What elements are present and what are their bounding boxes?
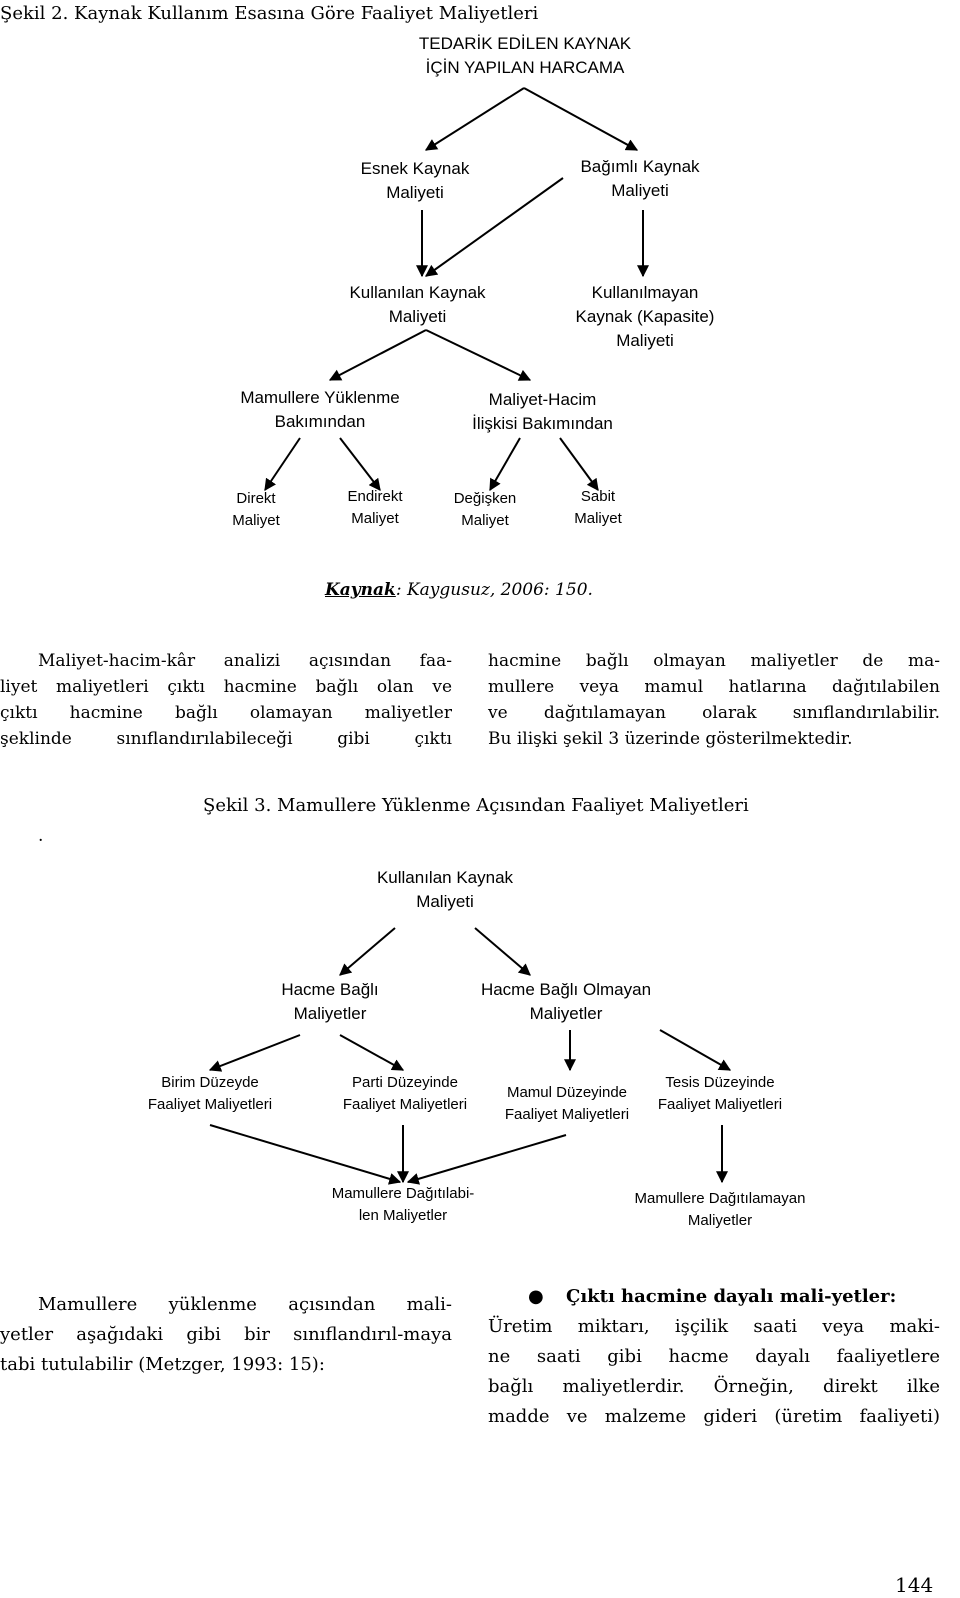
node-root-spend: TEDARİK EDİLEN KAYNAK İÇİN YAPILAN HARCA… xyxy=(375,32,675,80)
node-line: Hacme Bağlı Olmayan xyxy=(480,980,652,999)
node-line: Maliyetler xyxy=(529,1004,603,1023)
node-line: Mamullere Dağıtılamayan xyxy=(634,1190,806,1207)
node-line: Bağımlı Kaynak xyxy=(580,157,700,176)
node-line: Mamullere Yüklenme xyxy=(240,388,400,407)
text-line: Maliyet-hacim-kâr analizi açısından faa- xyxy=(38,651,452,671)
node-line: Esnek Kaynak xyxy=(360,159,470,178)
figure3-connectors xyxy=(208,927,732,1185)
node-line: Maliyeti xyxy=(611,181,669,200)
page-number: 144 xyxy=(895,1573,934,1597)
node-line: Faaliyet Maliyetleri xyxy=(147,1096,273,1113)
node-line: Sabit xyxy=(580,488,616,505)
node-line: Tesis Düzeyinde xyxy=(665,1074,775,1091)
node-line: Kaynak (Kapasite) xyxy=(575,307,715,326)
node-line: Faaliyet Maliyetleri xyxy=(342,1096,468,1113)
node-line: Maliyet xyxy=(574,510,622,527)
node-line: Endirekt xyxy=(347,488,403,505)
node-line: Kullanılmayan xyxy=(591,283,699,302)
text-line: ve dağıtılamayan olarak sınıflandırılabi… xyxy=(488,703,940,723)
figure2-connectors xyxy=(264,87,649,492)
node-indirect-cost: Endirekt Maliyet xyxy=(335,486,415,530)
paragraph1-left-column: Maliyet-hacim-kâr analizi açısından faa-… xyxy=(0,648,452,752)
node-line: İÇİN YAPILAN HARCAMA xyxy=(425,58,625,77)
node-line: Faaliyet Maliyetleri xyxy=(657,1096,783,1113)
node-line: Maliyet xyxy=(232,512,280,529)
text-line: çıktı hacmine bağlı olamayan maliyetler xyxy=(0,703,452,723)
node-line: Maliyeti xyxy=(386,183,444,202)
stray-dot: . xyxy=(38,826,44,846)
node-line: Bakımından xyxy=(274,412,366,431)
text-line: tabi tutulabilir (Metzger, 1993: 15): xyxy=(0,1354,325,1375)
paragraph2-right-column: ● Çıktı hacmine dayalı mali-yetler: Üret… xyxy=(488,1282,940,1432)
text-line: Üretim miktarı, işçilik saati veya maki- xyxy=(488,1316,940,1337)
source-text: : Kaygusuz, 2006: 150. xyxy=(395,580,593,600)
node-volume-based-costs: Hacme Bağlı Maliyetler xyxy=(260,978,400,1026)
paragraph1-right-column: hacmine bağlı olmayan maliyetler de ma- … xyxy=(488,648,940,752)
node-facility-level-costs: Tesis Düzeyinde Faaliyet Maliyetleri xyxy=(640,1072,800,1116)
node-line: Kullanılan Kaynak xyxy=(349,283,486,302)
figure3-title: Şekil 3. Mamullere Yüklenme Açısından Fa… xyxy=(203,795,749,816)
text-line: yetler aşağıdaki gibi bir sınıflandırıl-… xyxy=(0,1324,452,1345)
node-non-traceable-costs: Mamullere Dağıtılamayan Maliyetler xyxy=(620,1188,820,1232)
node-product-level-costs: Mamul Düzeyinde Faaliyet Maliyetleri xyxy=(487,1082,647,1126)
figure2-source: Kaynak: Kaygusuz, 2006: 150. xyxy=(325,580,593,600)
node-used-resource-cost-f3: Kullanılan Kaynak Maliyeti xyxy=(360,866,530,914)
node-line: Maliyet xyxy=(461,512,509,529)
text-line: şeklinde sınıflandırılabileceği gibi çık… xyxy=(0,729,452,749)
node-committed-resource-cost: Bağımlı Kaynak Maliyeti xyxy=(560,155,720,203)
text-line: mullere veya mamul hatlarına dağıtılabil… xyxy=(488,677,940,697)
text-line: madde ve malzeme gideri (üretim faaliyet… xyxy=(488,1406,940,1427)
source-label: Kaynak xyxy=(325,580,396,600)
node-line: Kullanılan Kaynak xyxy=(376,868,514,887)
node-line: Değişken xyxy=(453,490,517,507)
text-line: ne saati gibi hacme dayalı faaliyetlere xyxy=(488,1346,940,1367)
node-line: Maliyet xyxy=(351,510,399,527)
bullet-icon: ● xyxy=(528,1286,544,1307)
node-unit-level-costs: Birim Düzeyde Faaliyet Maliyetleri xyxy=(130,1072,290,1116)
node-line: Maliyet-Hacim xyxy=(488,390,597,409)
node-product-assignment-view: Mamullere Yüklenme Bakımından xyxy=(225,386,415,434)
node-line: TEDARİK EDİLEN KAYNAK xyxy=(418,34,632,53)
text-line: Bu ilişki şekil 3 üzerinde gösterilmekte… xyxy=(488,729,853,749)
node-traceable-costs: Mamullere Dağıtılabi- len Maliyetler xyxy=(318,1183,488,1227)
bullet-heading: Çıktı hacmine dayalı mali-yetler: xyxy=(566,1286,897,1307)
node-used-resource-cost: Kullanılan Kaynak Maliyeti xyxy=(335,281,500,329)
figure2-title: Şekil 2. Kaynak Kullanım Esasına Göre Fa… xyxy=(0,3,539,24)
node-line: Maliyeti xyxy=(616,331,674,350)
text-line: liyet maliyetleri çıktı hacmine bağlı ol… xyxy=(0,677,452,697)
node-line: Birim Düzeyde xyxy=(161,1074,259,1091)
node-line: Faaliyet Maliyetleri xyxy=(504,1106,630,1123)
node-batch-level-costs: Parti Düzeyinde Faaliyet Maliyetleri xyxy=(325,1072,485,1116)
node-direct-cost: Direkt Maliyet xyxy=(216,488,296,532)
text-line: bağlı maliyetlerdir. Örneğin, direkt ilk… xyxy=(488,1376,940,1397)
paragraph2-left-column: Mamullere yüklenme açısından mali- yetle… xyxy=(0,1290,452,1380)
node-fixed-cost: Sabit Maliyet xyxy=(558,486,638,530)
node-cost-volume-view: Maliyet-Hacim İlişkisi Bakımından xyxy=(455,388,630,436)
node-line: Direkt xyxy=(236,490,276,507)
node-line: İlişkisi Bakımından xyxy=(472,414,613,433)
node-line: Maliyetler xyxy=(293,1004,367,1023)
node-flexible-resource-cost: Esnek Kaynak Maliyeti xyxy=(340,157,490,205)
text-line: Mamullere yüklenme açısından mali- xyxy=(38,1294,452,1315)
node-line: Maliyetler xyxy=(687,1212,753,1229)
node-line: Hacme Bağlı xyxy=(281,980,379,999)
node-non-volume-based-costs: Hacme Bağlı Olmayan Maliyetler xyxy=(470,978,662,1026)
node-line: Maliyeti xyxy=(388,307,447,326)
node-unused-capacity-cost: Kullanılmayan Kaynak (Kapasite) Maliyeti xyxy=(560,281,730,353)
node-variable-cost: Değişken Maliyet xyxy=(440,488,530,532)
node-line: Parti Düzeyinde xyxy=(352,1074,458,1091)
bullet-item: ● Çıktı hacmine dayalı mali-yetler: xyxy=(488,1282,940,1312)
node-line: Mamullere Dağıtılabi- xyxy=(331,1185,475,1202)
node-line: Mamul Düzeyinde xyxy=(506,1084,628,1101)
text-line: hacmine bağlı olmayan maliyetler de ma- xyxy=(488,651,940,671)
node-line: Maliyeti xyxy=(416,892,474,911)
node-line: len Maliyetler xyxy=(358,1207,448,1224)
